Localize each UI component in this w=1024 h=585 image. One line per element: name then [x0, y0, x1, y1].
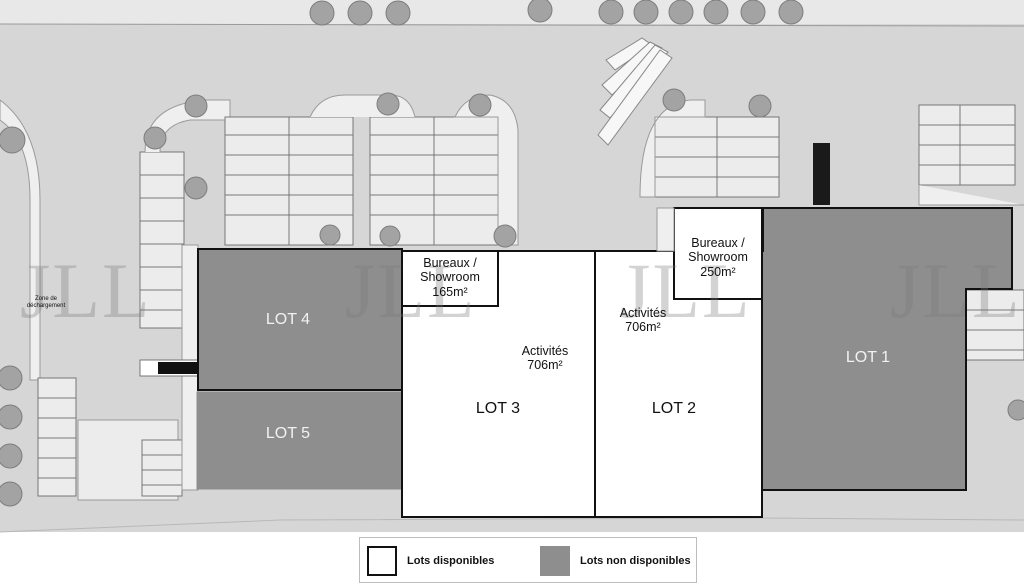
office-lot2-area: 250m² — [700, 264, 736, 279]
available-swatch — [367, 546, 397, 576]
office-lot3-box — [401, 250, 499, 307]
unloading-zone-line2: déchargement — [26, 302, 66, 309]
office-lot3-label: Bureaux / Showroom 165m² — [402, 256, 498, 299]
parking-blocks-right — [639, 99, 1024, 361]
trees — [0, 0, 1024, 507]
legend-available-label: Lots disponibles — [407, 555, 495, 567]
unloading-zone-label: Zone de déchargement — [24, 296, 68, 309]
office-lot2-line1: Bureaux / — [691, 236, 745, 250]
activity-lot3-label: Activités 706m² — [505, 344, 585, 373]
lots — [196, 207, 1013, 518]
lot-3-label: LOT 3 — [475, 400, 521, 417]
lot-1-label: LOT 1 — [845, 349, 891, 366]
office-lot3-line1: Bureaux / — [423, 256, 477, 270]
office-lot3-area: 165m² — [432, 284, 468, 299]
office-lot2-label: Bureaux / Showroom 250m² — [674, 236, 762, 279]
lot-4-shape — [197, 248, 403, 391]
parking-blocks-top — [224, 94, 519, 246]
lot-2-label: LOT 2 — [651, 400, 697, 417]
activity-lot2-line1: Activités — [619, 306, 667, 320]
parking-left — [37, 377, 183, 501]
lot-5-shape — [196, 391, 403, 490]
lot-1-shape — [761, 207, 1013, 491]
unloading-zone-line1: Zone de — [34, 296, 58, 302]
office-lot2-line2: Showroom — [688, 250, 748, 265]
legend: Lots disponibles Lots non disponibles — [359, 537, 697, 583]
unavailable-swatch — [540, 546, 570, 576]
legend-unavailable-label: Lots non disponibles — [580, 555, 691, 567]
activity-lot2-area: 706m² — [625, 320, 661, 335]
legend-unavailable: Lots non disponibles — [540, 546, 691, 576]
activity-lot3-area: 706m² — [527, 358, 563, 373]
activity-lot2-label: Activités 706m² — [603, 306, 683, 335]
lot-4-label: LOT 4 — [265, 311, 311, 328]
parking-column-a — [139, 99, 231, 329]
lot-5-label: LOT 5 — [265, 425, 311, 442]
legend-available: Lots disponibles — [367, 546, 494, 576]
office-lot3-line2: Showroom — [420, 270, 480, 285]
activity-lot3-line1: Activités — [521, 344, 569, 358]
access-ramp — [597, 37, 673, 146]
office-lot2-box — [673, 207, 763, 300]
